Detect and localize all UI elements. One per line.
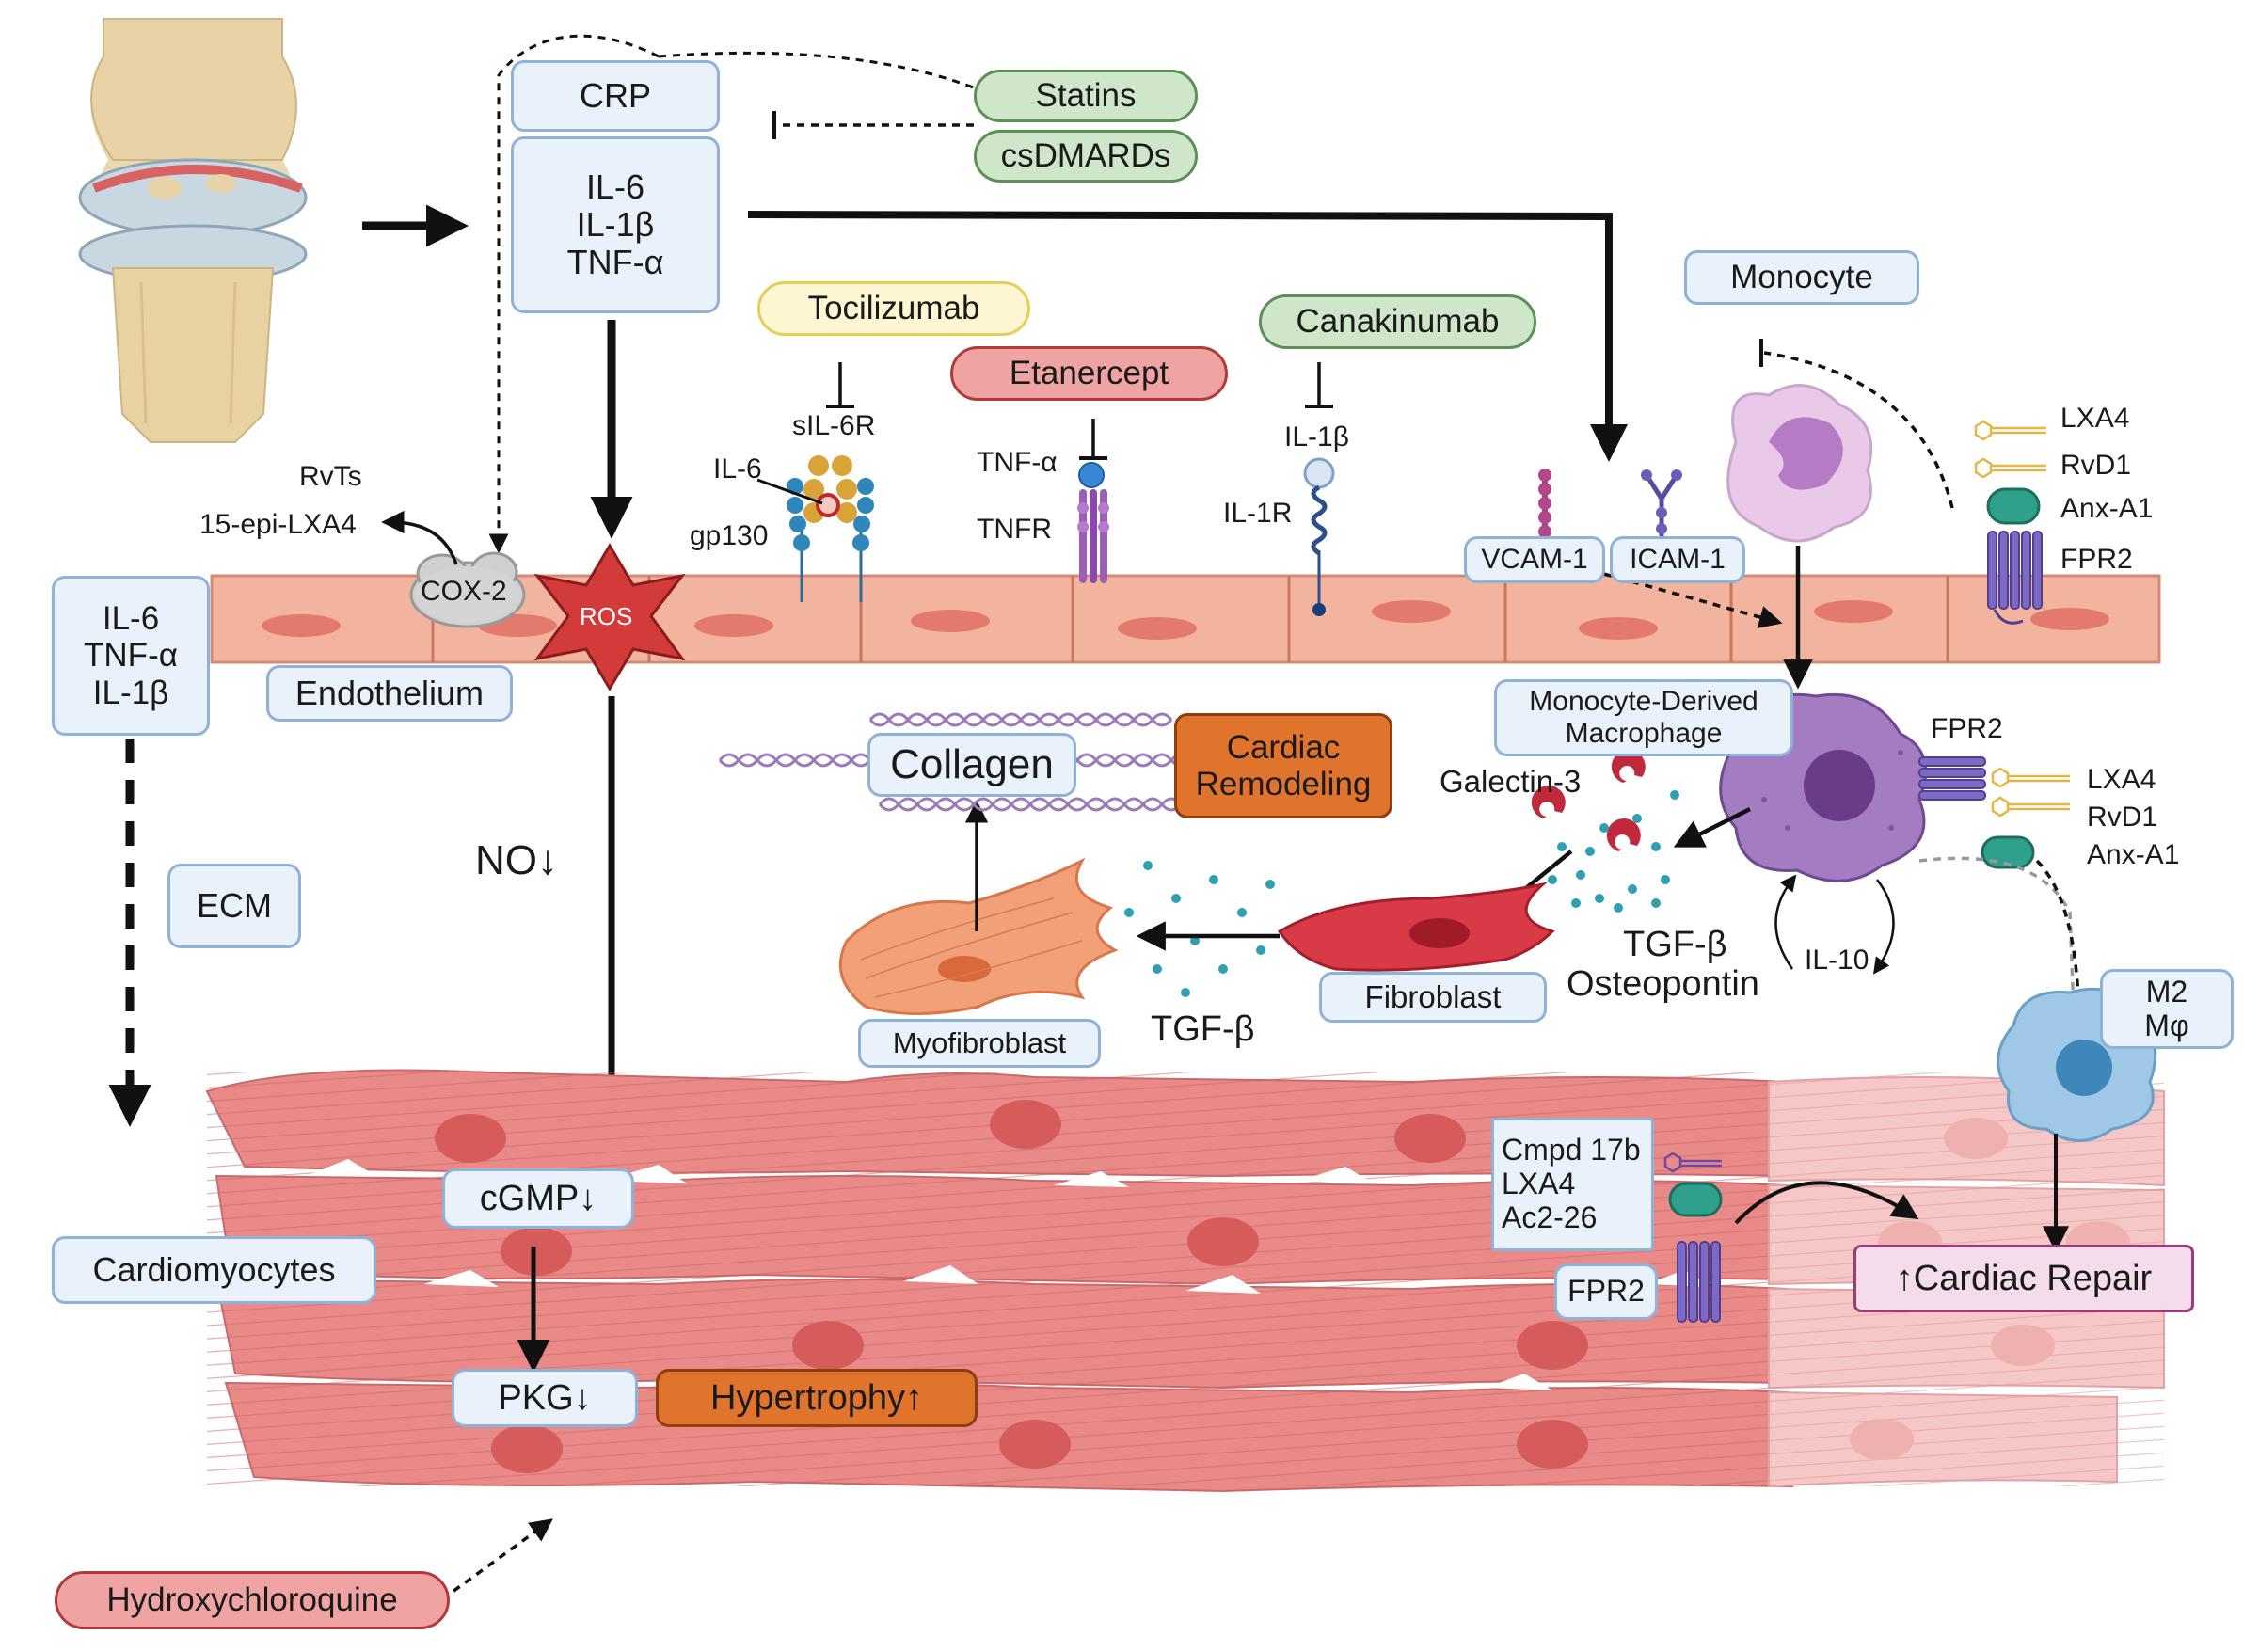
agonist-ac2-26: Ac2-26 [1502, 1199, 1598, 1234]
rvts-label: RvTs [299, 461, 362, 492]
galectin3-icon [1531, 749, 1646, 851]
tocilizumab-box: Tocilizumab [757, 281, 1030, 336]
epi-lxa4-label: 15-epi-LXA4 [199, 509, 357, 540]
anxa1-mid-label: Anx-A1 [2087, 839, 2180, 870]
m2-macrophage-box: M2 Mφ [2100, 969, 2234, 1049]
hydroxychloroquine-box: Hydroxychloroquine [55, 1571, 450, 1629]
canakinumab-box: Canakinumab [1259, 294, 1536, 349]
ros-label: ROS [580, 602, 633, 630]
cytokine-il1b: IL-1β [576, 204, 655, 244]
rvd1-top-label: RvD1 [2060, 450, 2132, 481]
fpr2-agonists-box: Cmpd 17b LXA4 Ac2-26 [1491, 1118, 1654, 1251]
hypertrophy-box: Hypertrophy↑ [656, 1369, 978, 1427]
sil6r-label: sIL-6R [792, 410, 876, 441]
fpr2-macrophage-icon [1918, 756, 1986, 801]
cytokine-tnfa: TNF-α [566, 243, 664, 282]
cytokine-left-tnfa: TNF-α [84, 637, 178, 675]
endothelium-label: Endothelium [266, 665, 513, 722]
fpr2-top-label: FPR2 [2060, 544, 2133, 575]
lxa4-mid-label: LXA4 [2087, 764, 2156, 795]
tgfb-right-label: TGF-β [1623, 925, 1727, 964]
fpr2-bottom-label: FPR2 [1554, 1263, 1658, 1320]
fibroblast-label: Fibroblast [1319, 972, 1547, 1023]
statins-box: Statins [974, 70, 1198, 122]
cytokines-main-box: IL-6 IL-1β TNF-α [511, 136, 720, 313]
cardiac-remodeling-box: Cardiac Remodeling [1174, 713, 1392, 818]
lipid-mediator-icon [1974, 420, 2046, 479]
myofibroblast-cell-icon [838, 857, 1119, 1015]
cgmp-box: cGMP↓ [442, 1168, 634, 1229]
fpr2-mid-label: FPR2 [1931, 713, 2003, 744]
lxa4-top-label: LXA4 [2060, 403, 2130, 434]
vcam1-molecule-icon [1538, 469, 1551, 546]
tnfr-receptor-icon [1077, 462, 1109, 583]
no-down-label: NO↓ [475, 837, 558, 883]
tnfr-label: TNFR [977, 514, 1052, 545]
cytokines-left-box: IL-6 TNF-α IL-1β [52, 576, 210, 736]
cytokine-il6: IL-6 [585, 167, 645, 206]
tnfa-ligand-label: TNF-α [977, 447, 1058, 478]
fibroblast-cell-icon [1277, 882, 1555, 972]
il1r-label: IL-1R [1223, 498, 1293, 529]
mdm-line-2: Macrophage [1565, 718, 1723, 749]
csdmards-box: csDMARDs [974, 130, 1198, 183]
agonist-cmpd17b: Cmpd 17b [1502, 1133, 1641, 1168]
remodeling-line-2: Remodeling [1195, 766, 1372, 802]
vcam1-label: VCAM-1 [1464, 536, 1605, 583]
il1b-ligand-label: IL-1β [1284, 421, 1349, 453]
monocyte-cell-icon [1726, 384, 1873, 543]
pkg-box: PKG↓ [452, 1369, 638, 1427]
icam1-label: ICAM-1 [1610, 536, 1745, 583]
ros-star-icon [533, 543, 686, 691]
galectin3-label: Galectin-3 [1440, 764, 1582, 799]
m2-line-2: Mφ [2144, 1008, 2189, 1042]
anxa1-top-label: Anx-A1 [2060, 493, 2154, 524]
tgfb-left-label: TGF-β [1151, 1009, 1255, 1049]
fpr2-receptor-icon [1987, 531, 2043, 625]
cox2-label: COX-2 [421, 576, 507, 607]
il6-ligand-label: IL-6 [713, 453, 762, 484]
monocyte-label: Monocyte [1684, 250, 1919, 305]
etanercept-box: Etanercept [950, 346, 1228, 401]
osteopontin-label: Osteopontin [1567, 964, 1759, 1004]
knee-joint-icon [78, 18, 308, 443]
ecm-box: ECM [167, 864, 301, 948]
cox2-enzyme-icon [409, 551, 526, 628]
monocyte-derived-macrophage-box: Monocyte-Derived Macrophage [1494, 679, 1793, 756]
cytokine-left-il1b: IL-1β [92, 674, 169, 711]
rvd1-mid-label: RvD1 [2087, 802, 2158, 833]
endothelium-layer [210, 574, 2161, 664]
crp-box: CRP [511, 60, 720, 132]
mdm-line-1: Monocyte-Derived [1529, 686, 1758, 718]
il10-label: IL-10 [1805, 945, 1869, 976]
gp130-receptor-icon [756, 455, 874, 602]
collagen-box: Collagen [867, 733, 1076, 797]
cardiomyocytes-label: Cardiomyocytes [52, 1236, 376, 1304]
remodeling-line-1: Cardiac [1226, 728, 1341, 766]
cardiac-repair-box: ↑Cardiac Repair [1853, 1245, 2194, 1312]
m2-line-1: M2 [2145, 974, 2188, 1009]
cytokine-left-il6: IL-6 [102, 600, 160, 638]
icam1-molecule-icon [1641, 469, 1682, 546]
agonist-lxa4: LXA4 [1502, 1167, 1576, 1201]
il1r-receptor-icon [1303, 457, 1335, 616]
gp130-label: gp130 [690, 520, 769, 551]
myofibroblast-label: Myofibroblast [858, 1019, 1101, 1068]
fpr2-receptor-bottom-icon [1677, 1241, 1721, 1323]
